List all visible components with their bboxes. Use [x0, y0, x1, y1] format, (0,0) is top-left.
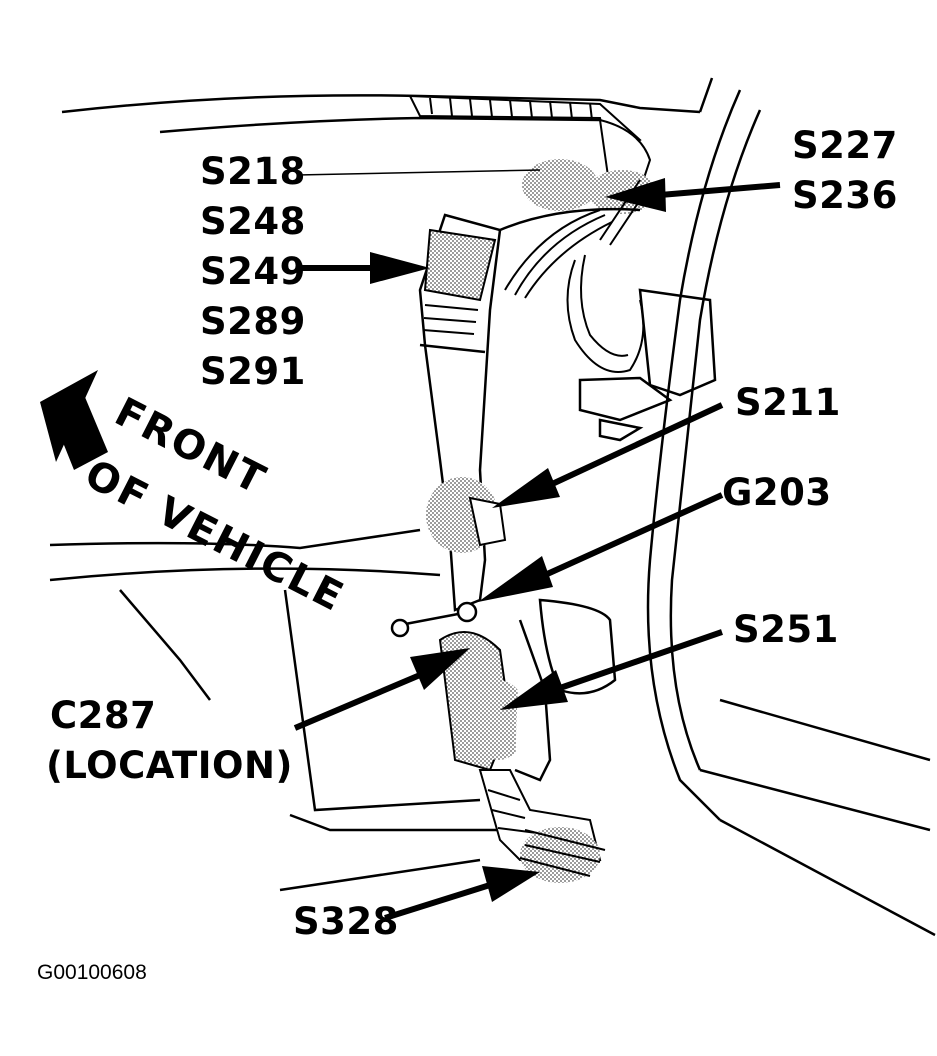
leader-arrows	[40, 169, 781, 921]
body-panel-right	[646, 89, 936, 937]
door-hinge	[578, 288, 717, 442]
label-s211: S211	[735, 381, 841, 424]
label-c287: C287	[50, 694, 157, 737]
splice-shade-s218	[522, 159, 598, 211]
figure-id: G00100608	[37, 961, 147, 984]
floor-sill	[49, 528, 520, 892]
ground-bolt	[390, 601, 478, 638]
label-c287-location: (LOCATION)	[46, 744, 293, 787]
label-s328: S328	[293, 900, 399, 943]
splice-shade-s328	[520, 827, 600, 883]
label-s251: S251	[733, 608, 839, 651]
label-s291: S291	[200, 350, 306, 393]
connector-shade-s249	[423, 228, 497, 302]
label-s248: S248	[200, 200, 306, 243]
label-s227: S227	[792, 124, 898, 167]
splice-shade-s251	[468, 680, 528, 760]
label-s249: S249	[200, 250, 306, 293]
label-s218: S218	[200, 150, 306, 193]
label-s289: S289	[200, 300, 306, 343]
label-g203: G203	[722, 471, 832, 514]
label-s236: S236	[792, 174, 898, 217]
